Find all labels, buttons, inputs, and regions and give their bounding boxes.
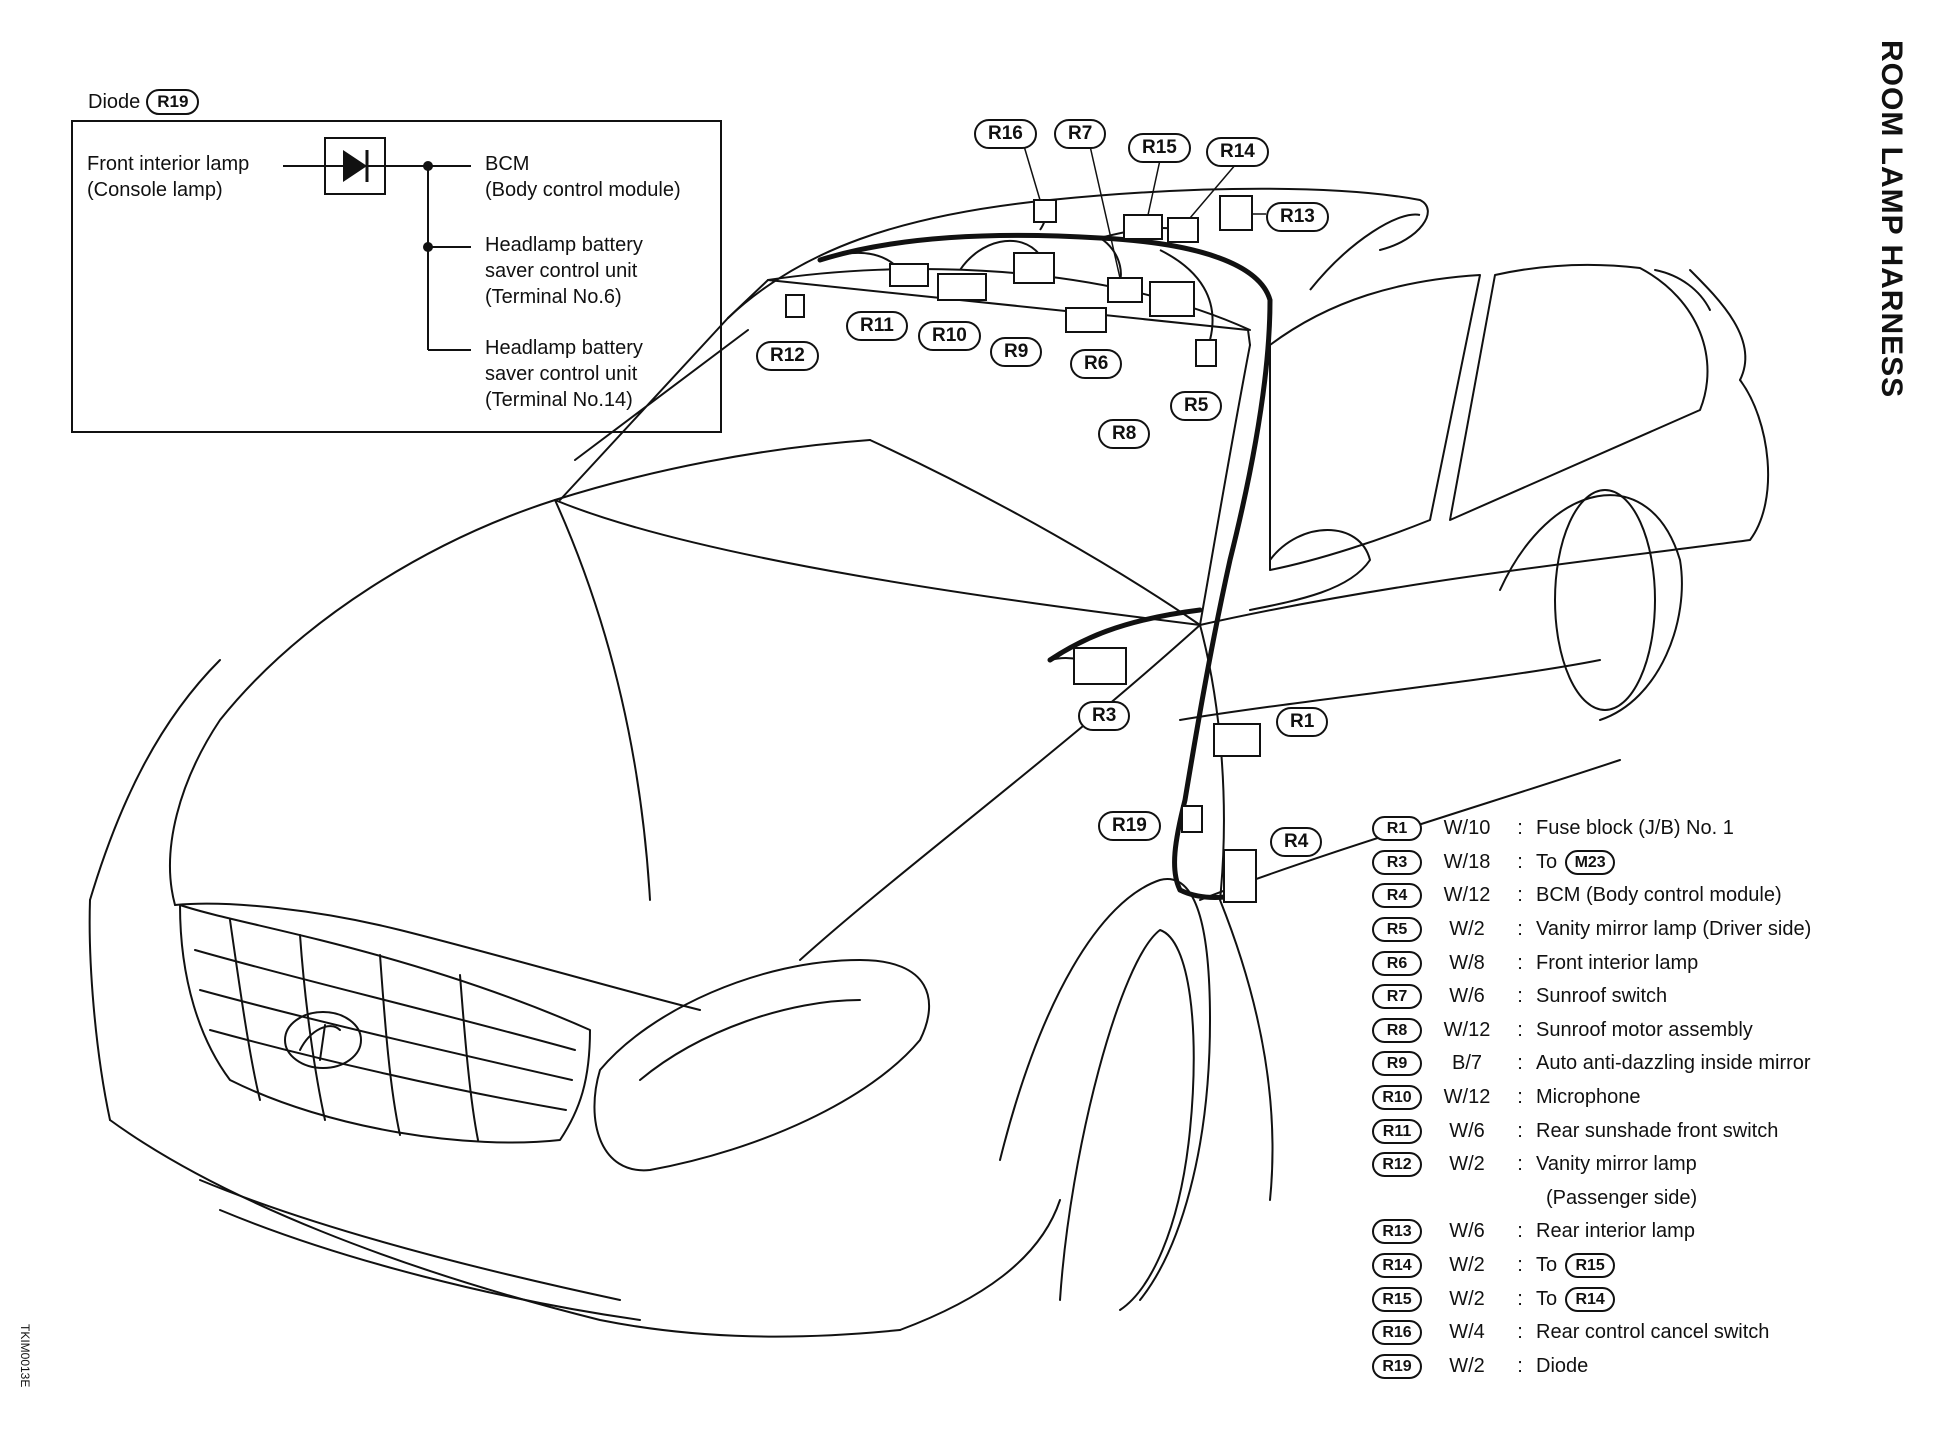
connector-r5-icon	[1195, 339, 1217, 367]
callout-r8: R8	[1098, 419, 1151, 449]
connector-r4-icon	[1223, 849, 1257, 903]
connector-r9-icon	[1013, 252, 1055, 284]
callout-r7: R7	[1054, 119, 1107, 149]
diode-inset-title: Diode R19	[88, 89, 200, 115]
diode-connector-badge: R19	[146, 89, 200, 115]
diode-schematic	[283, 137, 471, 351]
connector-r10-icon	[937, 273, 987, 301]
connector-r8-icon	[1149, 281, 1195, 317]
callout-r15: R15	[1128, 133, 1191, 163]
callout-r12: R12	[756, 341, 819, 371]
diode-label: Diode	[88, 90, 141, 113]
callout-r5: R5	[1170, 391, 1223, 421]
connector-r12-icon	[785, 294, 805, 318]
callout-r4: R4	[1270, 827, 1323, 857]
legend-row-r4: R4 W/12 : BCM (Body control module)	[1372, 879, 1932, 913]
callout-r14: R14	[1206, 137, 1269, 167]
diode-symbol-icon	[343, 150, 367, 182]
diode-output-terminal-14: Headlamp battery saver control unit (Ter…	[485, 337, 643, 411]
callout-r16: R16	[974, 119, 1037, 149]
infiniti-logo-icon	[284, 1011, 362, 1069]
connector-r1-icon	[1213, 723, 1261, 757]
callout-r6: R6	[1070, 349, 1123, 379]
connector-blocks	[785, 195, 1261, 903]
legend-row-r16: R16 W/4 : Rear control cancel switch	[1372, 1316, 1932, 1350]
callout-r13: R13	[1266, 202, 1329, 232]
legend-row-r7: R7 W/6 : Sunroof switch	[1372, 980, 1932, 1014]
diode-input-label: Front interior lamp (Console lamp)	[87, 153, 250, 201]
legend-row-r9: R9 B/7 : Auto anti-dazzling inside mirro…	[1372, 1047, 1932, 1081]
callout-r3: R3	[1078, 701, 1131, 731]
connector-r3-icon	[1073, 647, 1127, 685]
connector-r6-icon	[1065, 307, 1107, 333]
connector-r14-icon	[1167, 217, 1199, 243]
diode-output-bcm: BCM (Body control module)	[485, 153, 681, 201]
connector-r16-icon	[1033, 199, 1057, 223]
legend-row-r19: R19 W/2 : Diode	[1372, 1350, 1932, 1384]
diode-output-terminal-6: Headlamp battery saver control unit (Ter…	[485, 234, 643, 308]
legend-row-r8: R8 W/12 : Sunroof motor assembly	[1372, 1014, 1932, 1048]
callout-r9: R9	[990, 337, 1043, 367]
callout-r1: R1	[1276, 707, 1329, 737]
callout-r19: R19	[1098, 811, 1161, 841]
connector-r13-icon	[1219, 195, 1253, 231]
callout-r10: R10	[918, 321, 981, 351]
callout-leaders	[1023, 145, 1266, 279]
legend-row-r5: R5 W/2 : Vanity mirror lamp (Driver side…	[1372, 913, 1932, 947]
legend-row-r12: R12 W/2 : Vanity mirror lamp	[1372, 1148, 1932, 1182]
car-outline	[88, 187, 1770, 1338]
legend-row-r10: R10 W/12 : Microphone	[1372, 1081, 1932, 1115]
legend-row-r11: R11 W/6 : Rear sunshade front switch	[1372, 1114, 1932, 1148]
connector-r19-icon	[1181, 805, 1203, 833]
legend-row-r13: R13 W/6 : Rear interior lamp	[1372, 1215, 1932, 1249]
callout-r11: R11	[846, 311, 908, 341]
connector-r11-icon	[889, 263, 929, 287]
connector-legend: R1 W/10 : Fuse block (J/B) No. 1 R3 W/18…	[1372, 812, 1932, 1383]
connector-r7-icon	[1107, 277, 1143, 303]
legend-row-r12-continued: (Passenger side)	[1546, 1186, 1698, 1209]
connector-r15-icon	[1123, 214, 1163, 240]
legend-row-r1: R1 W/10 : Fuse block (J/B) No. 1	[1372, 812, 1932, 846]
diode-schematic-box: Front interior lamp (Console lamp) BCM (…	[71, 120, 722, 433]
legend-row-r6: R6 W/8 : Front interior lamp	[1372, 946, 1932, 980]
